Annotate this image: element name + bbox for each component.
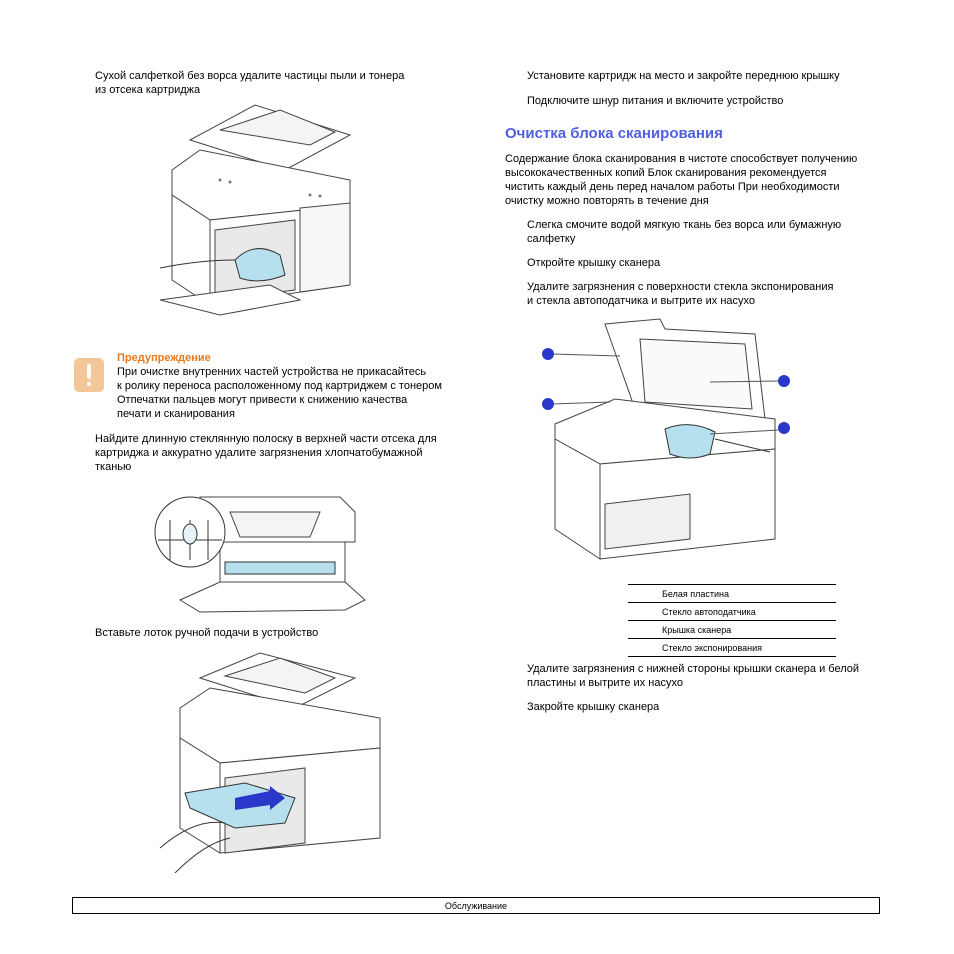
text-line: Сухой салфеткой без ворса удалите частиц… (95, 70, 405, 82)
scanner-illustration (551, 318, 779, 560)
paragraph-insert-tray: Вставьте лоток ручной подачи в устройств… (95, 626, 318, 640)
text-line: Найдите длинную стеклянную полоску в вер… (95, 433, 437, 445)
callout-marker (542, 398, 554, 410)
table-row: Стекло экспонирования (628, 638, 836, 657)
text-line: Отпечатки пальцев могут привести к сниже… (117, 394, 408, 406)
text-line: Вставьте лоток ручной подачи в устройств… (95, 627, 319, 639)
text-line: Закройте крышку сканера (527, 701, 660, 713)
text-line: тканью (95, 461, 132, 473)
step-clean-cover-underside: Удалите загрязнения с нижней стороны кры… (527, 662, 859, 690)
text-line: очистку можно повторять в течение дня (505, 195, 709, 207)
text-line: печати и сканирования (117, 408, 235, 420)
text-line: Содержание блока сканирования в чистоте … (505, 153, 858, 165)
text-line: Слегка смочите водой мягкую ткань без во… (527, 219, 842, 231)
callout-marker (778, 375, 790, 387)
page-footer: Обслуживание (72, 897, 880, 914)
text-line: высококачественных копий Блок сканирован… (505, 167, 827, 179)
paragraph-intro: Содержание блока сканирования в чистоте … (505, 152, 857, 208)
paragraph-install-cartridge: Установите картридж на место и закройте … (527, 69, 840, 83)
table-row: Белая пластина (628, 584, 836, 603)
text-line: чистить каждый день перед началом работы… (505, 181, 840, 193)
legend-cell: Крышка сканера (628, 620, 836, 639)
warning-text: При очистке внутренних частей устройства… (117, 365, 442, 421)
text-line: Удалите загрязнения с поверхности стекла… (527, 281, 834, 293)
text-line: салфетку (527, 233, 576, 245)
printer-cleaning-illustration (160, 104, 352, 316)
step-clean-glass: Удалите загрязнения с поверхности стекла… (527, 280, 833, 308)
paragraph-glass-strip: Найдите длинную стеклянную полоску в вер… (95, 432, 437, 474)
text-line: и стекла автоподатчика и вытрите их насу… (527, 295, 756, 307)
step-open-cover: Откройте крышку сканера (527, 256, 660, 270)
table-row: Стекло автоподатчика (628, 602, 836, 621)
legend-cell: Белая пластина (628, 584, 836, 603)
step-close-cover: Закройте крышку сканера (527, 700, 659, 714)
text-line: пластины и вытрите их насухо (527, 677, 683, 689)
insert-tray-illustration (159, 652, 381, 873)
step-moisten-cloth: Слегка смочите водой мягкую ткань без во… (527, 218, 841, 246)
warning-icon (74, 358, 104, 392)
callout-marker (542, 348, 554, 360)
text-line: При очистке внутренних частей устройства… (117, 366, 427, 378)
text-line: Установите картридж на место и закройте … (527, 70, 840, 82)
section-heading: Очистка блока сканирования (505, 125, 723, 142)
paragraph-connect-power: Подключите шнур питания и включите устро… (527, 94, 783, 108)
text-line: Откройте крышку сканера (527, 257, 661, 269)
table-row: Крышка сканера (628, 620, 836, 639)
text-line: картриджа и аккуратно удалите загрязнени… (95, 447, 423, 459)
callout-marker (778, 422, 790, 434)
parts-legend-table: Белая пластина Стекло автоподатчика Крыш… (628, 584, 836, 657)
legend-cell: Стекло автоподатчика (628, 602, 836, 621)
text-line: к ролику переноса расположенному под кар… (117, 380, 442, 392)
legend-cell: Стекло экспонирования (628, 638, 836, 657)
glass-strip-illustration (154, 496, 366, 613)
paragraph-wipe-cartridge-area: Сухой салфеткой без ворса удалите частиц… (95, 69, 404, 97)
text-line: из отсека картриджа (95, 84, 201, 96)
text-line: Подключите шнур питания и включите устро… (527, 95, 784, 107)
text-line: Удалите загрязнения с нижней стороны кры… (527, 663, 860, 675)
warning-title: Предупреждение (117, 352, 211, 364)
